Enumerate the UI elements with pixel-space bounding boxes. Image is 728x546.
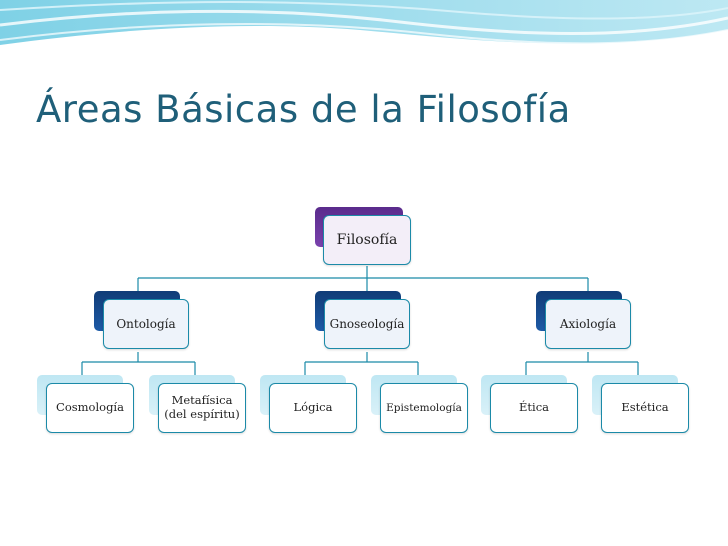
node-label-epistemologia: Epistemología (380, 383, 468, 433)
node-label-filosofia: Filosofía (323, 215, 411, 265)
node-label-cosmologia: Cosmología (46, 383, 134, 433)
node-label-axiologia: Axiología (545, 299, 631, 349)
node-label-estetica: Estética (601, 383, 689, 433)
node-label-metafisica: Metafísica (del espíritu) (158, 383, 246, 433)
node-label-ontologia: Ontología (103, 299, 189, 349)
node-label-gnoseologia: Gnoseología (324, 299, 410, 349)
node-label-logica: Lógica (269, 383, 357, 433)
node-label-etica: Ética (490, 383, 578, 433)
header-wave-decoration (0, 0, 728, 45)
slide-title: Áreas Básicas de la Filosofía (36, 88, 571, 131)
